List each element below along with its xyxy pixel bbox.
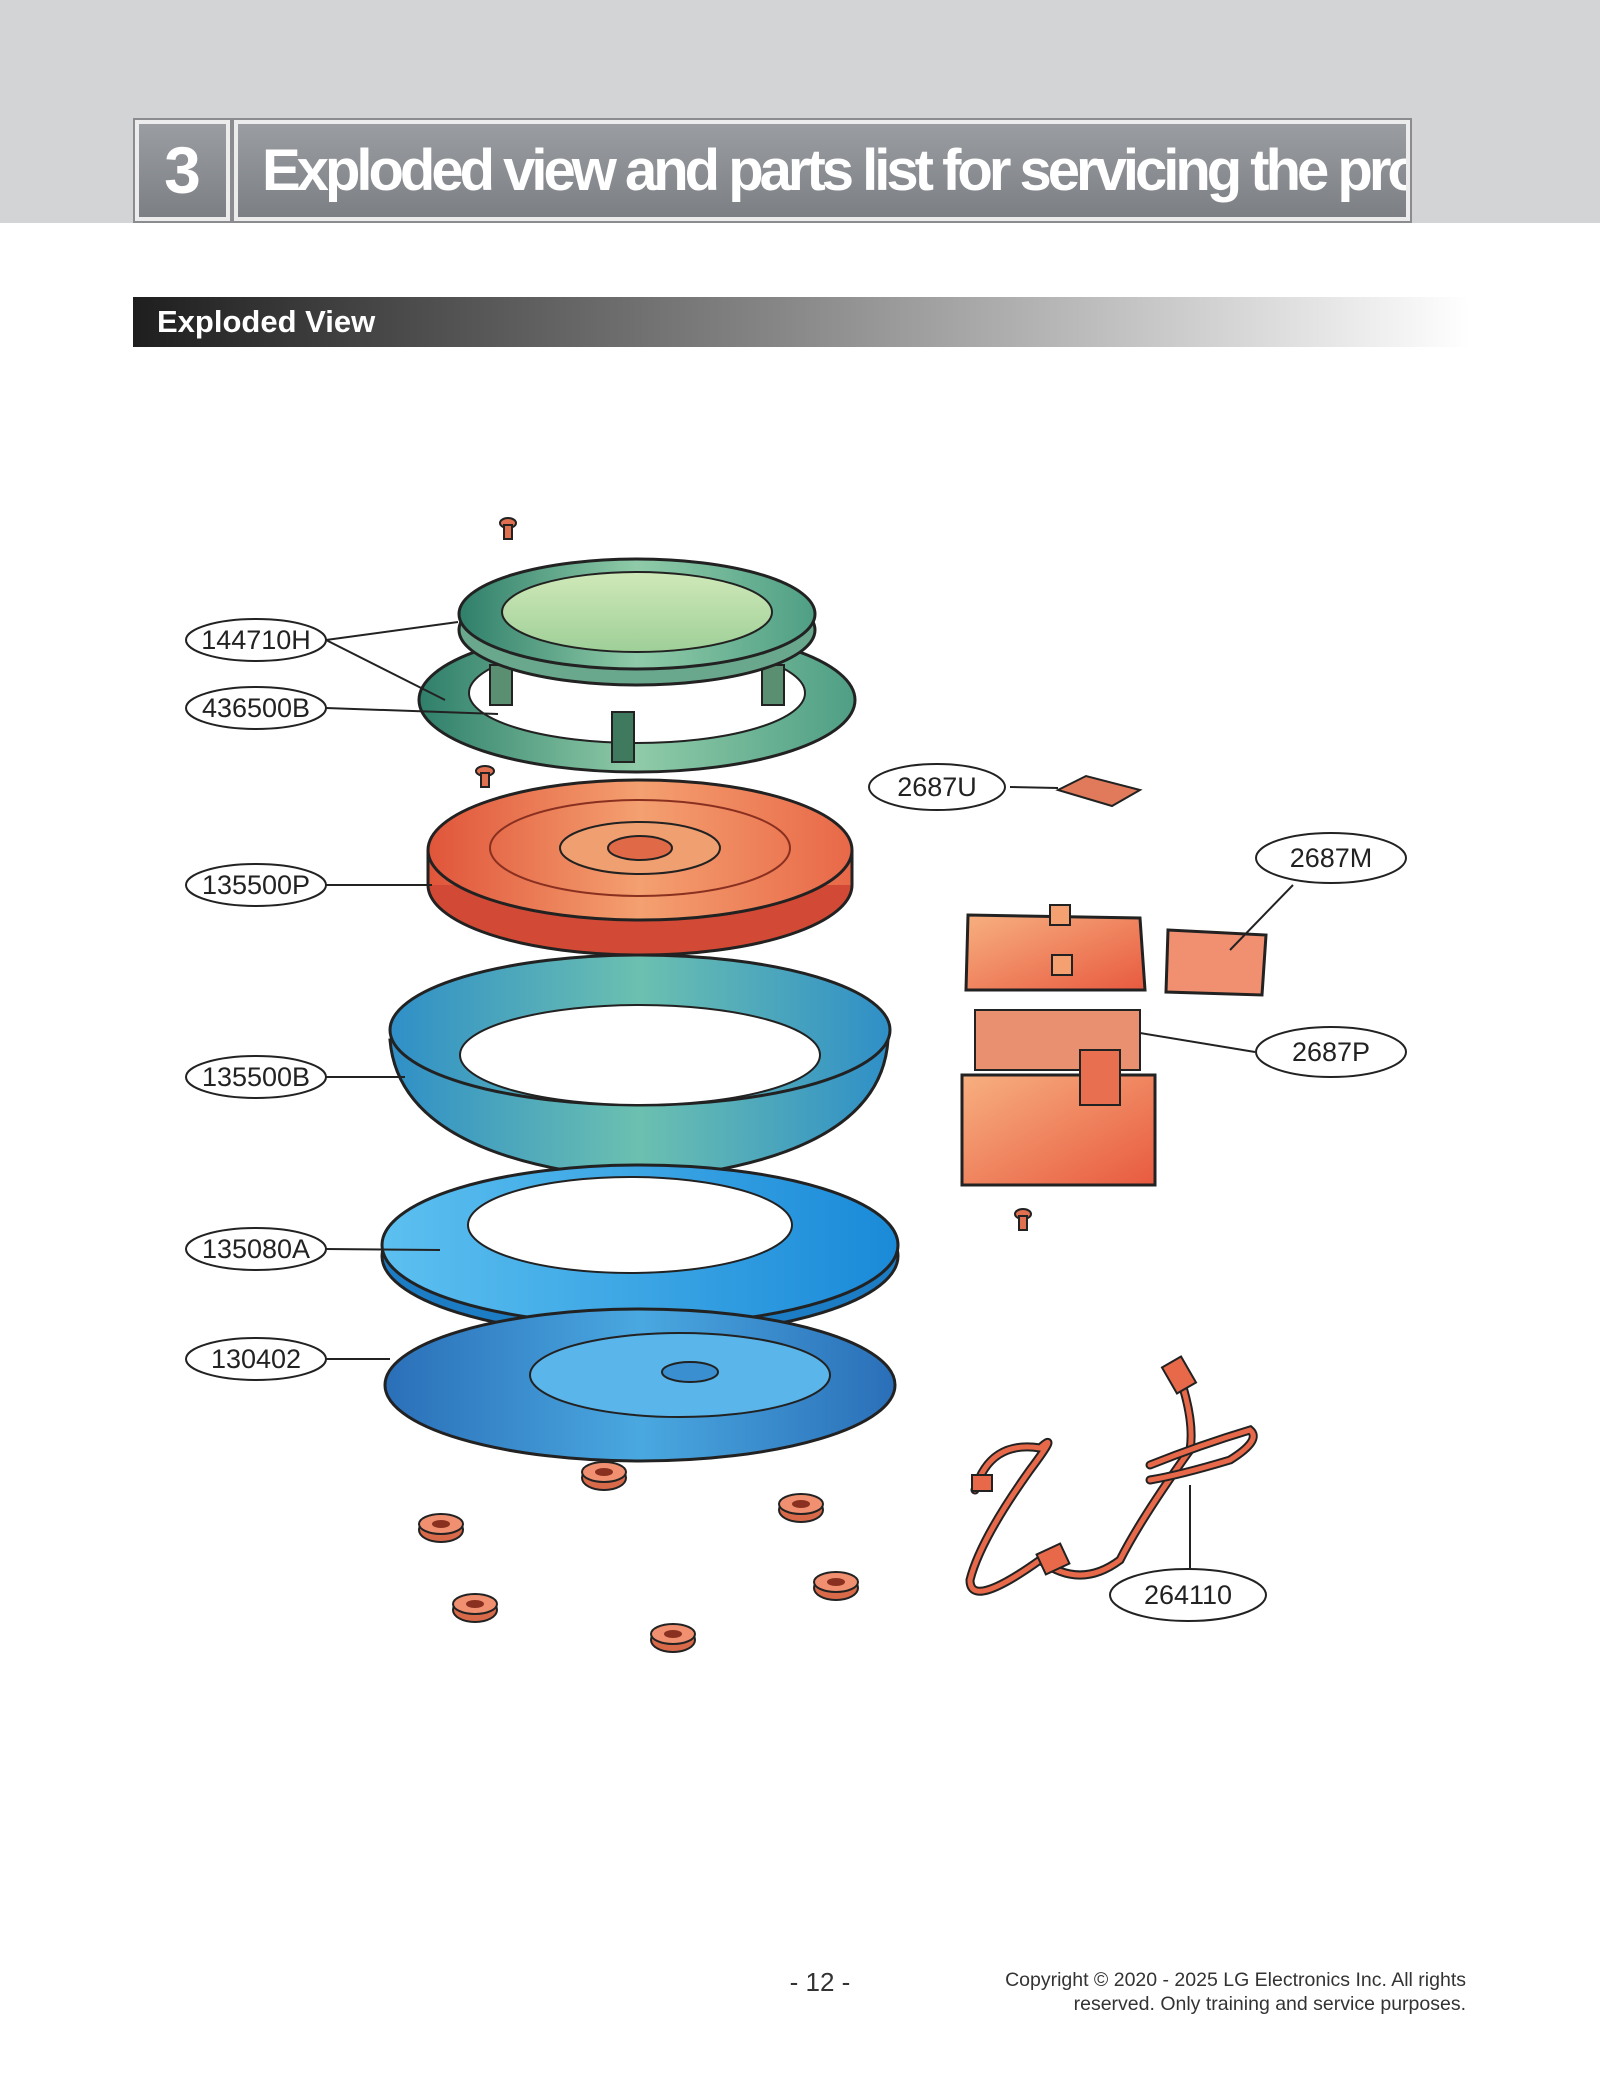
part-label-144710H: 144710H	[185, 618, 327, 662]
svg-text:2687M: 2687M	[1290, 843, 1373, 873]
section-title: Exploded View	[157, 304, 376, 339]
page-number: - 12 -	[789, 1967, 851, 1997]
part-2687U-pad	[1055, 774, 1143, 808]
part-144710H-cover	[457, 557, 817, 687]
small-screw	[475, 765, 495, 788]
foot	[418, 1513, 464, 1543]
svg-text:144710H: 144710H	[201, 625, 311, 655]
part-135500P-plate	[426, 778, 854, 957]
svg-text:264110: 264110	[1144, 1580, 1232, 1610]
svg-text:135080A: 135080A	[202, 1234, 310, 1264]
copyright-notice: Copyright © 2020 - 2025 LG Electronics I…	[900, 1968, 1466, 2016]
page-title: Exploded view and parts list for servici…	[234, 120, 1410, 221]
leader-lines	[325, 621, 1294, 1575]
part-label-135500B: 135500B	[185, 1055, 327, 1099]
foot	[813, 1571, 859, 1601]
part-label-135080A: 135080A	[185, 1227, 327, 1271]
part-label-2687P: 2687P	[1255, 1026, 1407, 1078]
part-label-135500P: 135500P	[185, 863, 327, 907]
svg-text:135500P: 135500P	[202, 870, 310, 900]
section-bar	[133, 297, 1470, 347]
part-label-436500B: 436500B	[185, 686, 327, 730]
top-screw	[499, 517, 517, 540]
part-label-264110: 264110	[1109, 1568, 1267, 1622]
part-label-2687U: 2687U	[868, 763, 1006, 811]
copyright-line-1: Copyright © 2020 - 2025 LG Electronics I…	[1005, 1969, 1466, 1991]
part-264110-power-cord	[965, 1355, 1258, 1596]
part-2687M-panel	[1164, 928, 1268, 997]
svg-text:436500B: 436500B	[202, 693, 310, 723]
foot	[778, 1493, 824, 1523]
svg-text:2687U: 2687U	[897, 772, 977, 802]
foot	[452, 1593, 498, 1623]
section-number: 3	[135, 120, 230, 221]
part-label-2687M: 2687M	[1255, 832, 1407, 884]
svg-text:2687P: 2687P	[1292, 1037, 1370, 1067]
part-135080A-ring	[380, 1163, 900, 1338]
svg-text:130402: 130402	[211, 1344, 301, 1374]
copyright-line-2: reserved. Only training and service purp…	[1073, 1993, 1466, 2015]
rubber-feet	[418, 1461, 859, 1653]
box-screw	[1014, 1208, 1032, 1231]
foot	[650, 1623, 696, 1653]
part-label-130402: 130402	[185, 1337, 327, 1381]
part-130402-base	[383, 1307, 897, 1463]
foot	[581, 1461, 627, 1491]
svg-text:135500B: 135500B	[202, 1062, 310, 1092]
part-135500B-bowl	[388, 953, 892, 1182]
part-2687P-control-box	[960, 904, 1157, 1187]
